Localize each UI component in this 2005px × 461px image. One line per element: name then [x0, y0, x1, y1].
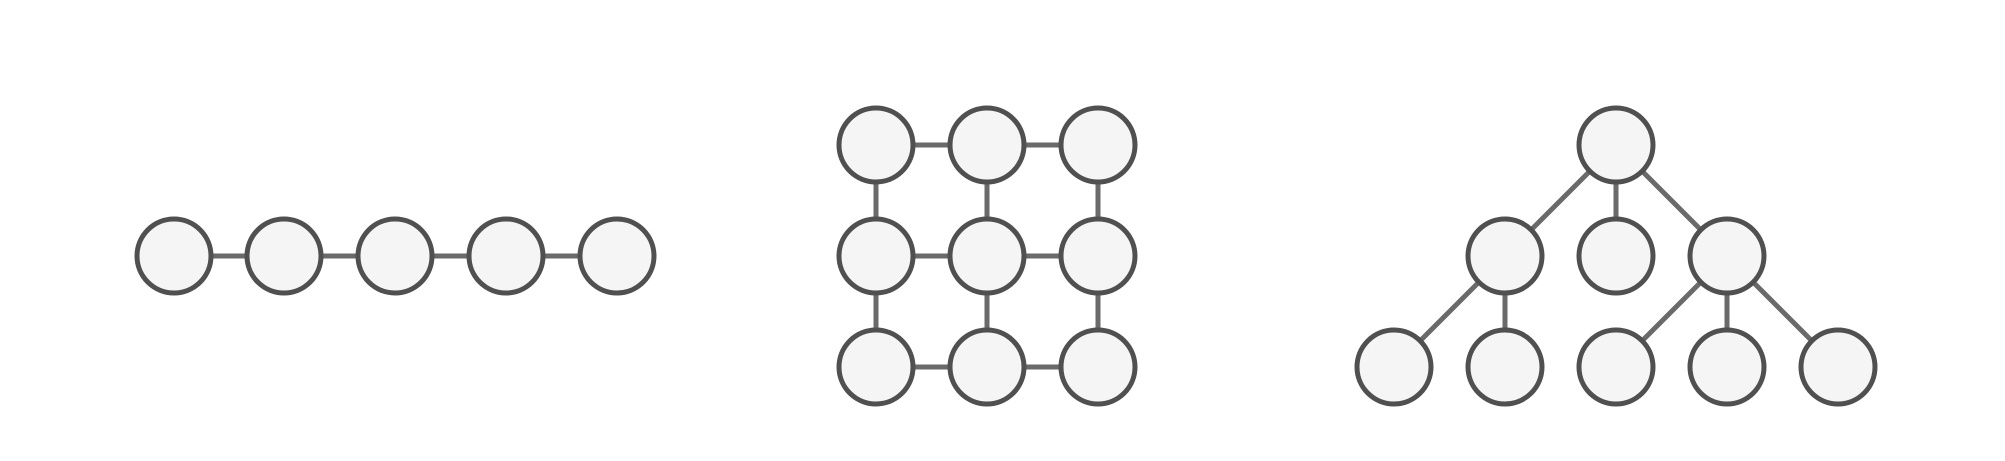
grid-node-r0c0 [836, 105, 916, 185]
chain-node-e [577, 216, 657, 296]
grid-node-r2c0 [836, 327, 916, 407]
grid-node-r0c2 [1058, 105, 1138, 185]
chain-node-c [355, 216, 435, 296]
tree-node-root [1576, 105, 1656, 185]
grid-node-r1c2 [1058, 216, 1138, 296]
chain-node-d [466, 216, 546, 296]
tree-node-m [1576, 216, 1656, 296]
tree-node-rr [1798, 327, 1878, 407]
grid-node-r1c1 [947, 216, 1027, 296]
grid-node-r0c1 [947, 105, 1027, 185]
grid-diagram [836, 105, 1138, 407]
chain-node-a [134, 216, 214, 296]
grid-node-r2c1 [947, 327, 1027, 407]
tree-node-rc [1687, 327, 1767, 407]
chain-diagram [134, 216, 657, 296]
tree-node-r [1687, 216, 1767, 296]
grid-node-r1c0 [836, 216, 916, 296]
tree-node-l [1465, 216, 1545, 296]
tree-node-rl [1576, 327, 1656, 407]
tree-diagram [1354, 105, 1878, 407]
grid-node-r2c2 [1058, 327, 1138, 407]
tree-node-lc [1465, 327, 1545, 407]
chain-node-b [244, 216, 324, 296]
tree-node-ll [1354, 327, 1434, 407]
